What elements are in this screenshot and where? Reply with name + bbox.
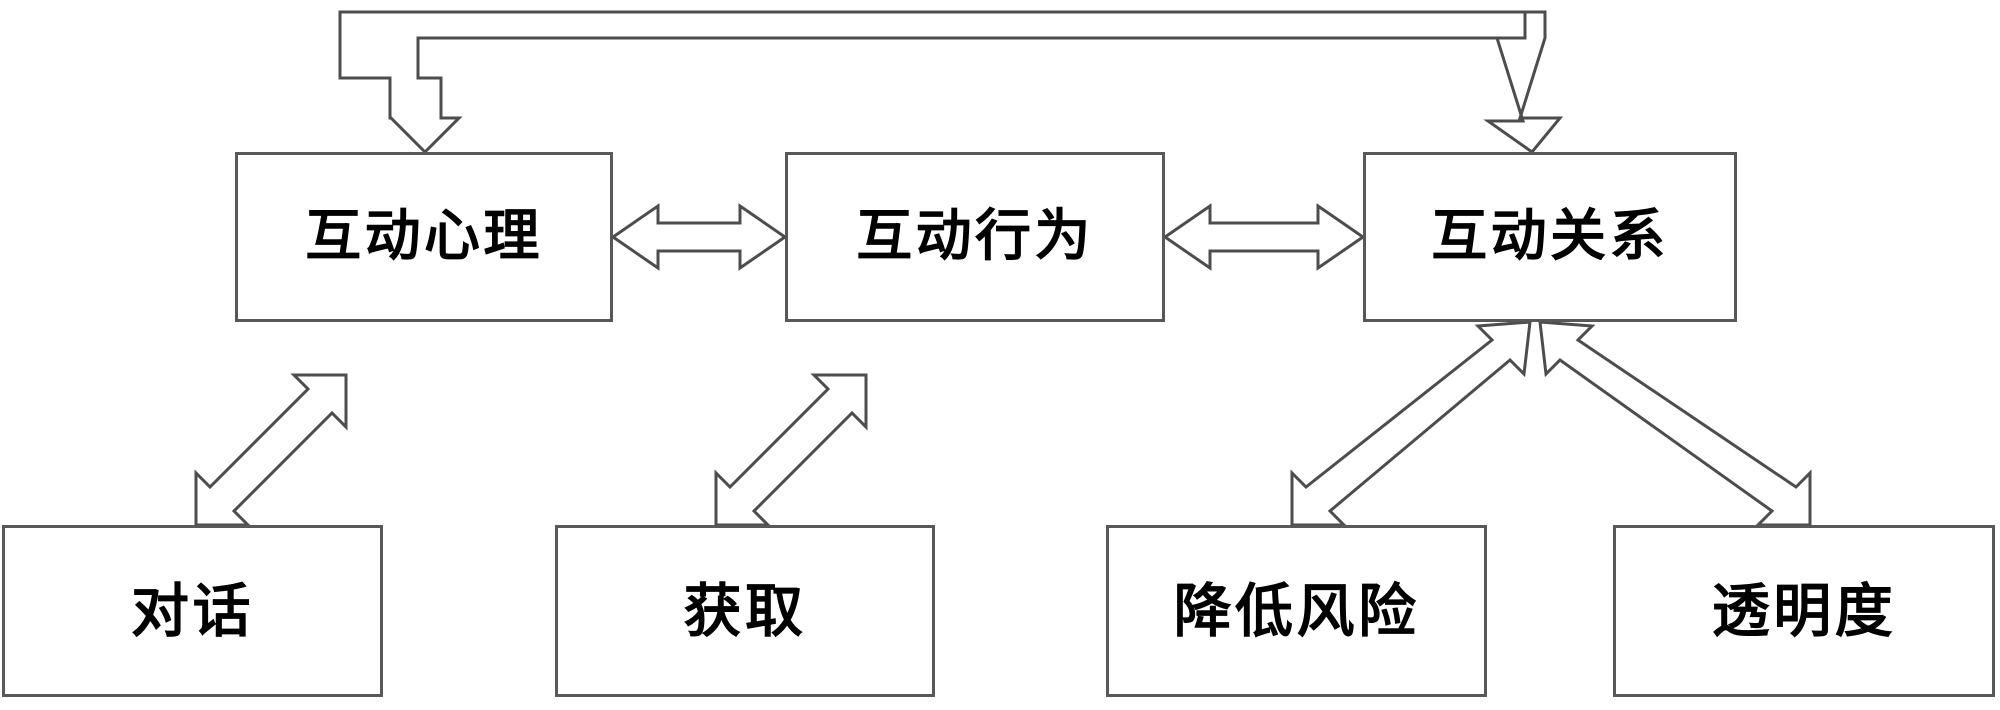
node-label-dialogue: 对话 [131, 577, 254, 645]
node-label-interaction-psychology: 互动心理 [305, 204, 543, 269]
node-label-transparency: 透明度 [1711, 577, 1897, 645]
node-reduce-risk[interactable]: 降低风险 [1106, 525, 1487, 697]
node-transparency[interactable]: 透明度 [1613, 525, 1995, 697]
feedback-loop-arrow-to-psychology [338, 10, 1527, 155]
node-acquisition[interactable]: 获取 [555, 525, 935, 697]
bidirectional-arrow-psychology-behavior [610, 203, 788, 271]
bidirectional-arrow-dialogue-psychology [194, 373, 348, 527]
node-interaction-behavior[interactable]: 互动行为 [785, 152, 1165, 322]
bidirectional-arrow-transparency-relationship [1538, 320, 1812, 527]
node-label-interaction-relationship: 互动关系 [1431, 204, 1669, 269]
node-interaction-relationship[interactable]: 互动关系 [1363, 152, 1737, 322]
bidirectional-arrow-behavior-relationship [1162, 203, 1366, 271]
node-label-acquisition: 获取 [683, 577, 807, 645]
bidirectional-arrow-reducerisk-relationship [1290, 320, 1532, 527]
node-label-interaction-behavior: 互动行为 [856, 204, 1094, 269]
bidirectional-arrow-acquisition-behavior [714, 373, 868, 527]
feedback-loop-arrow-to-relationship [1483, 10, 1564, 155]
node-label-reduce-risk: 降低风险 [1173, 577, 1420, 645]
node-dialogue[interactable]: 对话 [2, 525, 383, 697]
node-interaction-psychology[interactable]: 互动心理 [235, 152, 613, 322]
